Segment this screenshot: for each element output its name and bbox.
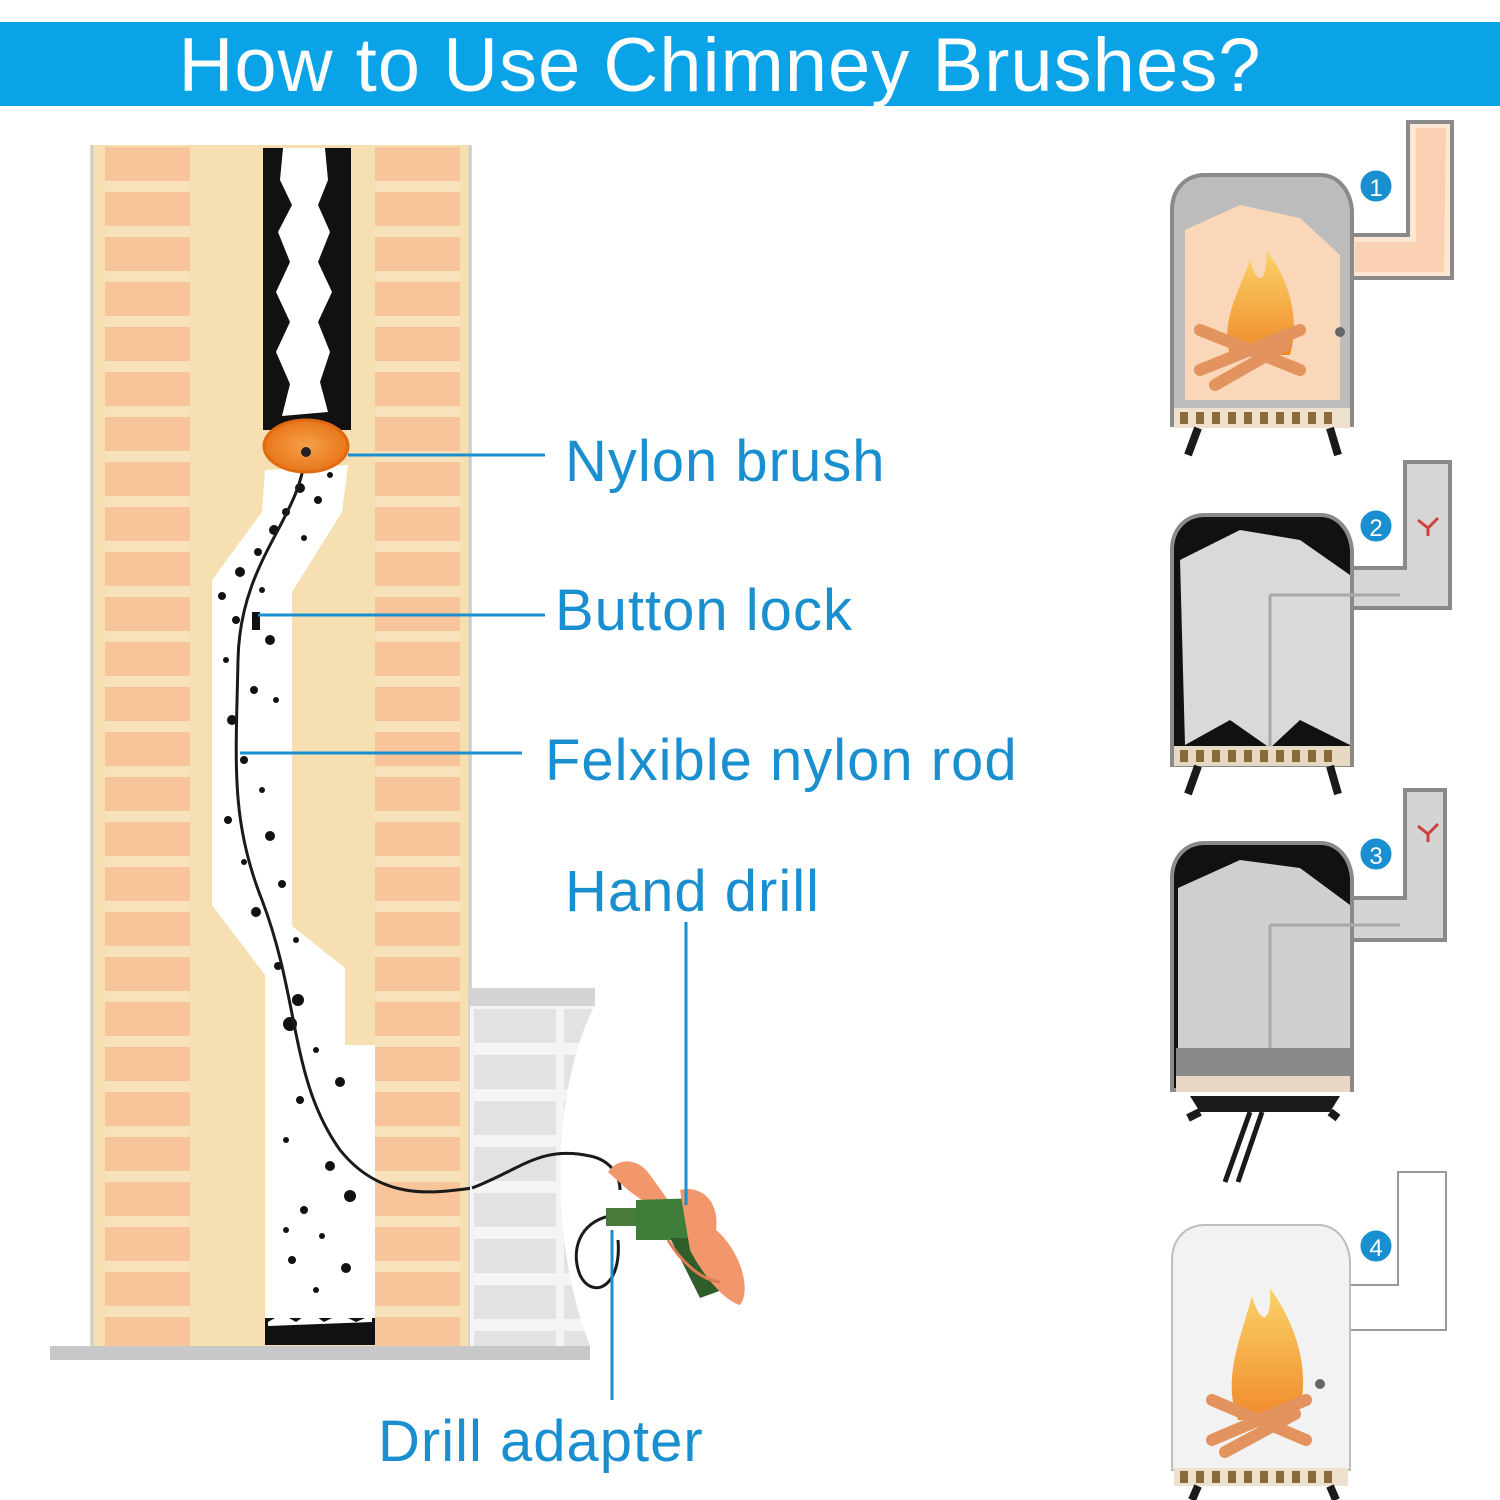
step-badge (1357, 835, 1395, 873)
step-badge (1357, 507, 1395, 545)
leader-lines (240, 453, 688, 1400)
label-button-lock: Button lock (555, 578, 853, 643)
step-number: 4 (1369, 1235, 1382, 1262)
step-2-stove: 2 (1170, 460, 1452, 796)
page-title: How to Use Chimney Brushes? (178, 23, 1262, 108)
label-nylon-brush: Nylon brush (565, 429, 886, 494)
left-brick-wall (105, 147, 190, 1347)
step-number: 1 (1369, 175, 1382, 202)
button-lock-mark (252, 612, 260, 630)
title-banner: How to Use Chimney Brushes? (0, 22, 1500, 108)
step-4-stove: 4 (1171, 1171, 1447, 1500)
step-badge (1357, 1227, 1395, 1265)
label-drill-adapter: Drill adapter (378, 1409, 704, 1474)
step-number: 2 (1369, 515, 1382, 542)
chimney-illustration (50, 145, 595, 1360)
nylon-brush-head (262, 418, 350, 474)
fireplace-opening (470, 988, 595, 1346)
hand-drill-illustration (471, 1151, 745, 1305)
grate-marks (1180, 412, 1332, 424)
falling-soot (218, 472, 356, 1293)
step-1-stove: 1 (1170, 120, 1454, 457)
label-hand-drill: Hand drill (565, 859, 820, 924)
step-3-stove: 3 (1170, 788, 1447, 1183)
step-number: 3 (1369, 843, 1382, 870)
hearth-base (50, 1346, 590, 1360)
nylon-rod-line (234, 454, 473, 1194)
cleaned-flue (212, 465, 375, 1318)
step-badge (1357, 167, 1395, 205)
right-brick-wall (375, 147, 460, 1347)
label-flexible-rod: Felxible nylon rod (545, 728, 1018, 793)
